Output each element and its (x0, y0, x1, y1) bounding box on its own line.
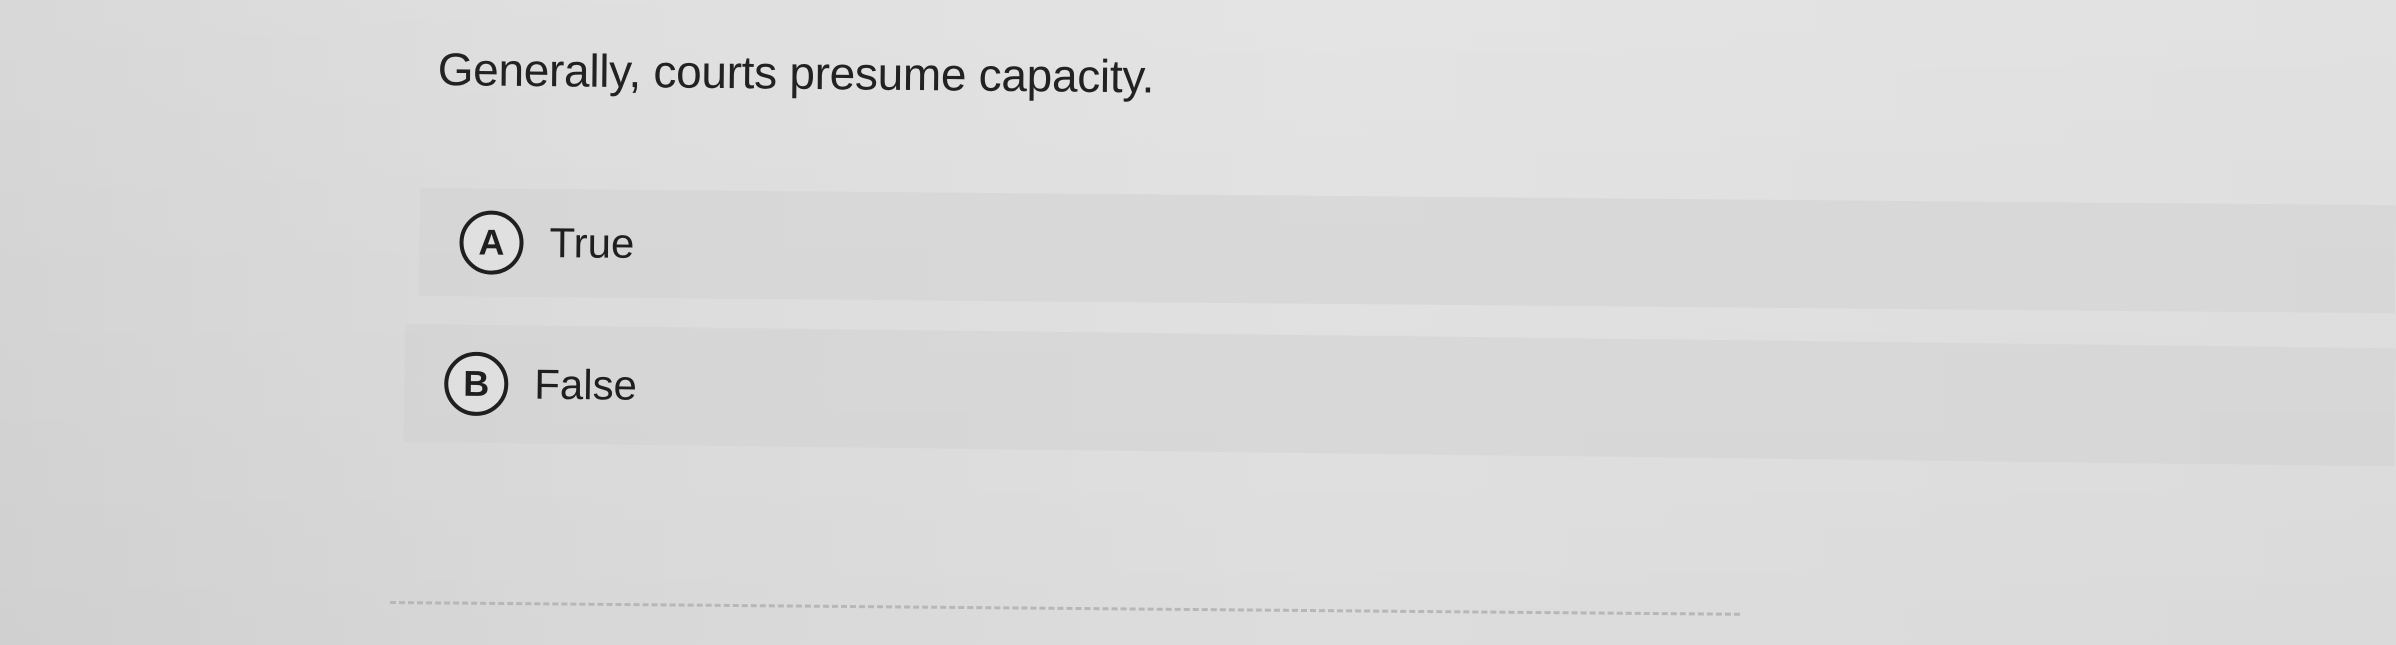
option-letter-badge: B (443, 351, 509, 417)
option-label: False (533, 360, 638, 409)
option-label: True (549, 219, 635, 267)
question-text: Generally, courts presume capacity. (437, 43, 1155, 103)
section-divider (389, 601, 1740, 616)
answer-option-false[interactable]: B False (403, 324, 2396, 467)
option-letter-badge: A (459, 210, 524, 275)
answer-option-true[interactable]: A True (419, 188, 2396, 314)
